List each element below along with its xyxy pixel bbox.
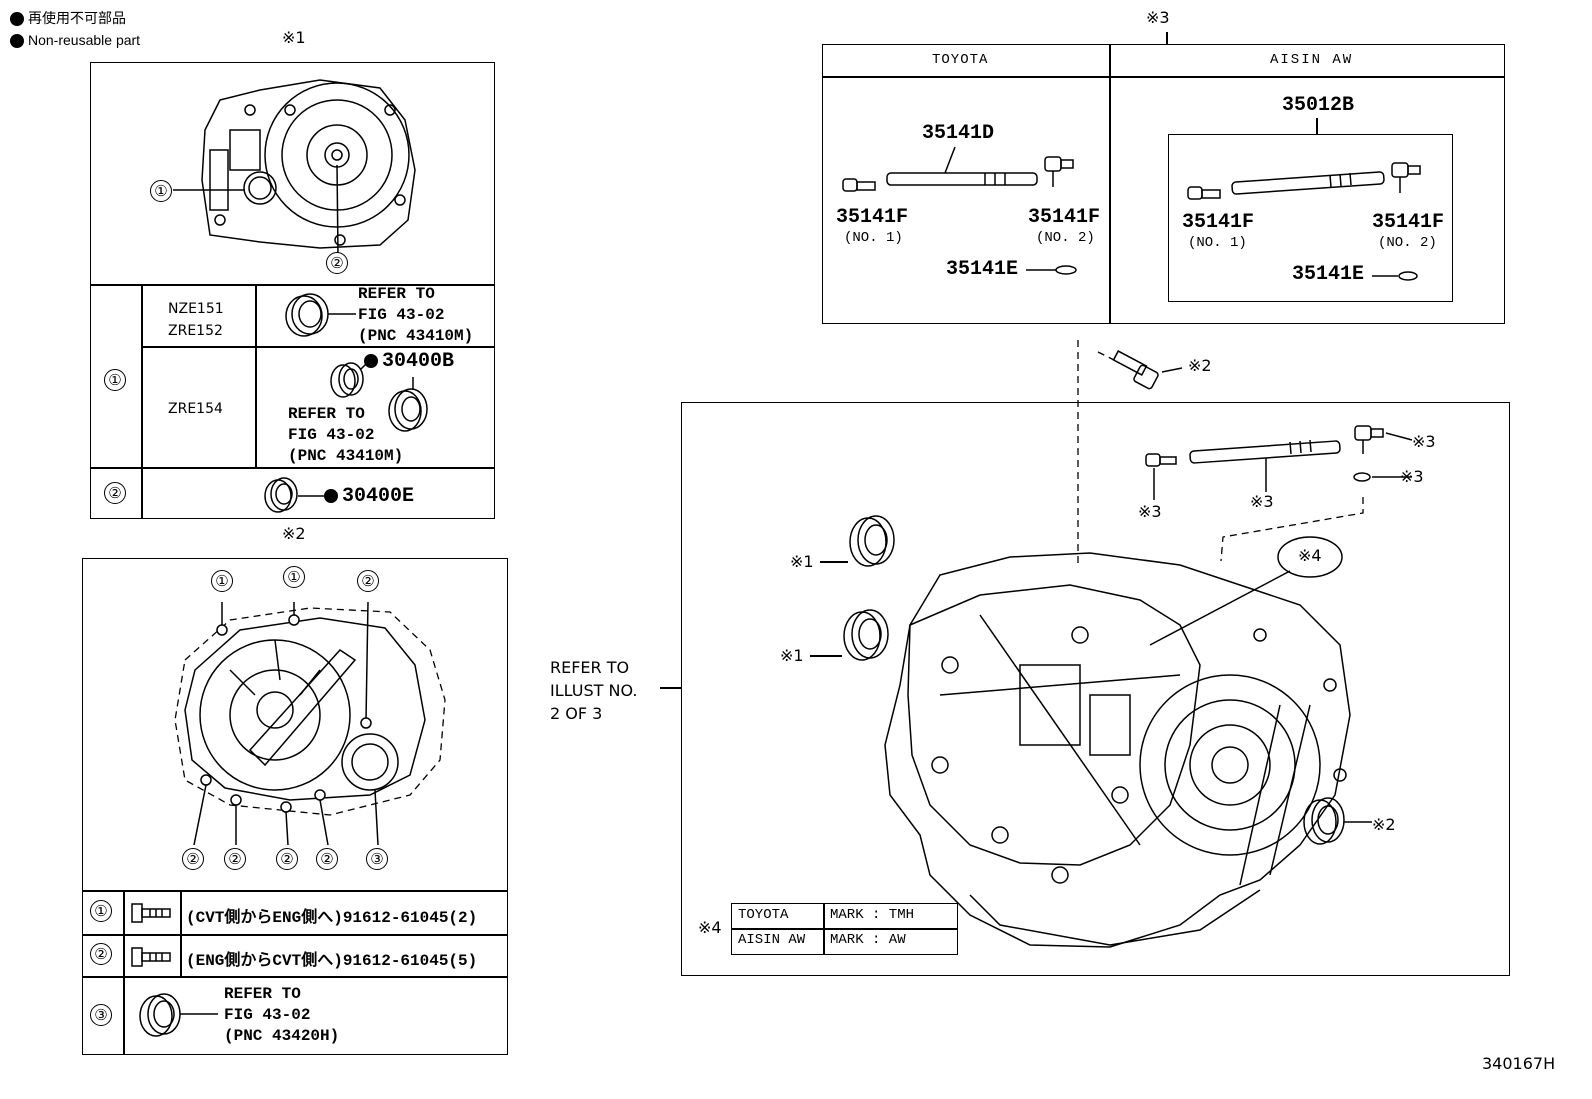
legend: 再使用不可部品 Non-reusable part — [10, 8, 140, 49]
non-reusable-dot-icon — [10, 12, 24, 27]
bolt-icon — [131, 947, 171, 967]
panel2 — [82, 558, 508, 1055]
bolt-icon — [131, 903, 171, 923]
legend-en: Non-reusable part — [10, 32, 140, 49]
aisin-ring-label: 35141E — [1292, 263, 1365, 286]
oil-seal-icon — [139, 993, 218, 1037]
panel2-row1-num: ① — [90, 900, 112, 922]
aisin-shaft-drawing — [1187, 162, 1421, 200]
bolt-and-guide — [1077, 340, 1183, 568]
mark-row1-maker: TOYOTA — [738, 907, 789, 923]
panel2-top-callout: ① — [211, 570, 233, 592]
oil-seal-icon — [849, 515, 895, 567]
transmission-face-drawing — [173, 79, 416, 256]
mark-3: ※3 — [1250, 492, 1274, 511]
panel1-model-b: ZRE154 — [168, 401, 223, 417]
col-toyota: TOYOTA — [932, 52, 989, 68]
figure-code: 340167H — [1482, 1054, 1556, 1073]
non-reusable-dot-icon — [10, 34, 24, 49]
panel2-bottom-callout: ② — [182, 848, 204, 870]
mark-4-label: ※4 — [1298, 546, 1322, 565]
panel1 — [90, 62, 495, 519]
mark-4-bubble — [1149, 536, 1343, 646]
panel2-row1-text: (CVT側からENG側へ)91612-61045(2) — [186, 909, 478, 927]
bellhousing-drawing — [174, 607, 446, 816]
panel2-bottom-callout: ② — [224, 848, 246, 870]
panel1-ref-a: REFER TO FIG 43-02 (PNC 43410M) — [358, 285, 474, 345]
toyota-left-label: 35141F (NO. 1) — [836, 206, 909, 247]
panel1-models-a: NZE151 ZRE152 — [168, 301, 224, 339]
toyota-shaft-label: 35141D — [922, 122, 995, 145]
panel2-row3-num: ③ — [90, 1004, 112, 1026]
oil-seal-icon — [843, 609, 889, 661]
aisin-right-label: 35141F (NO. 2) — [1372, 211, 1445, 252]
panel2-mark: ※2 — [282, 524, 306, 543]
aisin-assy-label: 35012B — [1282, 94, 1355, 117]
mark-row1-mark: MARK : TMH — [830, 907, 915, 923]
transmission-assembly-drawing — [884, 552, 1351, 948]
mark-3: ※3 — [1400, 467, 1424, 486]
panel2-leaders — [193, 601, 379, 846]
col-aisin: AISIN AW — [1270, 52, 1354, 68]
panel3-mark: ※3 — [1146, 8, 1170, 27]
mark-row2-maker: AISIN AW — [738, 932, 806, 948]
panel2-bottom-callout: ③ — [366, 848, 388, 870]
non-reusable-dot-icon — [324, 488, 338, 503]
main-shaft-parts — [1145, 425, 1413, 500]
toyota-ring-label: 35141E — [946, 258, 1019, 281]
main-illustration — [681, 402, 1510, 976]
non-reusable-dot-icon — [364, 353, 378, 368]
panel1-ref-b: REFER TO FIG 43-02 (PNC 43410M) — [288, 405, 404, 465]
panel2-top-callout: ① — [283, 566, 305, 588]
panel1-mark: ※1 — [282, 28, 306, 47]
mark-2-bolt: ※2 — [1188, 356, 1212, 375]
panel2-row3-ref: REFER TO FIG 43-02 (PNC 43420H) — [224, 985, 340, 1045]
mark-3: ※3 — [1138, 502, 1162, 521]
panel2-row2-text: (ENG側からCVT側へ)91612-61045(5) — [186, 952, 478, 970]
mark-1: ※1 — [780, 646, 804, 665]
panel1-callout-1: ① — [150, 180, 172, 202]
panel1-row2-num: ② — [104, 482, 126, 504]
mark-table-label: ※4 — [698, 918, 722, 937]
mark-1: ※1 — [790, 552, 814, 571]
panel1-row1-num: ① — [104, 369, 126, 391]
panel3 — [822, 44, 1505, 324]
legend-jp: 再使用不可部品 — [10, 8, 140, 28]
aisin-left-label: 35141F (NO. 1) — [1182, 211, 1255, 252]
toyota-shaft-drawing — [842, 146, 1074, 192]
oil-seal-icon — [285, 293, 356, 337]
part-30400B: 30400B — [364, 350, 454, 373]
mark-row2-mark: MARK : AW — [830, 932, 906, 948]
oil-seal-icon — [264, 477, 324, 513]
mark-2: ※2 — [1372, 815, 1396, 834]
o-ring-icon — [1026, 265, 1077, 275]
panel2-bottom-callout: ② — [276, 848, 298, 870]
panel2-bottom-callout: ② — [316, 848, 338, 870]
refer-illust: REFER TO ILLUST NO. 2 OF 3 — [550, 658, 638, 723]
panel2-top-callout: ② — [357, 570, 379, 592]
mark-3: ※3 — [1412, 432, 1436, 451]
o-ring-icon — [1372, 271, 1418, 281]
panel1-callout-2: ② — [326, 252, 348, 274]
guide-dashed — [1220, 497, 1364, 562]
part-30400E: 30400E — [324, 485, 414, 508]
panel2-row2-num: ② — [90, 943, 112, 965]
aisin-assy-box — [1168, 134, 1453, 302]
toyota-right-label: 35141F (NO. 2) — [1028, 206, 1101, 247]
